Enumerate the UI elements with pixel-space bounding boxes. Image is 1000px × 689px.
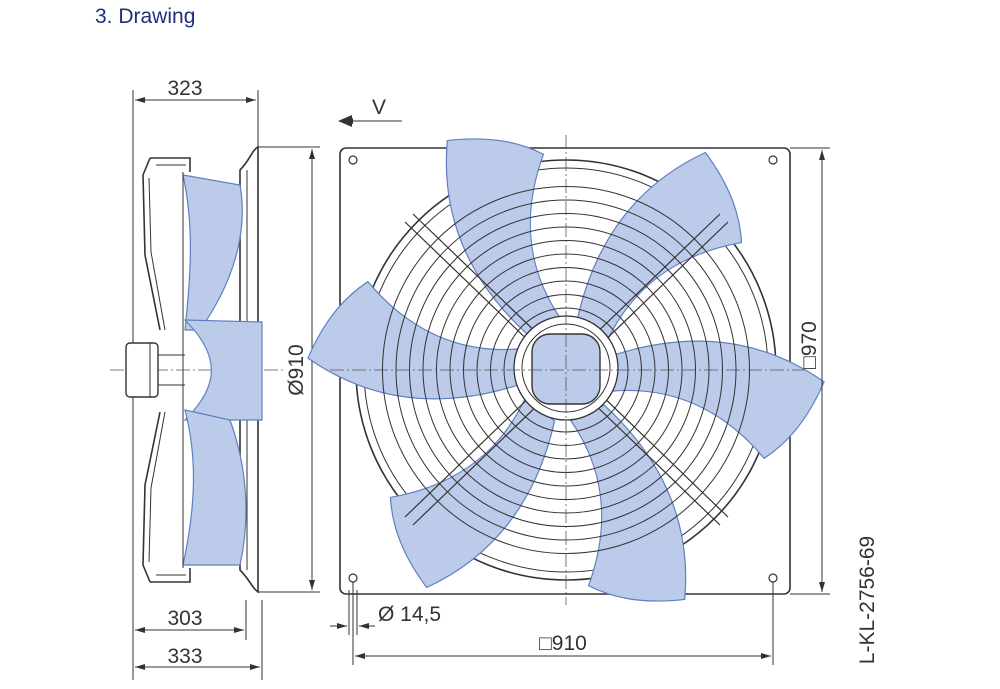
dim-hole-spacing: □910	[539, 632, 587, 655]
dim-diameter: Ø910	[285, 344, 308, 395]
section-heading: 3. Drawing	[95, 5, 196, 28]
front-view: □970 L-KL-2756-69 Ø 14,5 □910	[307, 135, 879, 665]
mounting-hole	[348, 155, 358, 165]
mounting-hole	[348, 573, 358, 583]
side-blade-lower	[182, 409, 247, 566]
side-blade-upper	[182, 174, 243, 331]
side-blade-mid	[183, 319, 263, 421]
flow-label: V	[372, 96, 386, 119]
fan-blade	[570, 404, 687, 602]
dim-323: 323	[167, 77, 202, 100]
fan-blade	[611, 340, 825, 460]
dim-hole-diameter: Ø 14,5	[378, 603, 441, 626]
fan-blade	[576, 151, 743, 342]
fan-blade	[307, 280, 521, 400]
flow-direction-arrow: V	[338, 96, 402, 127]
dim-333: 333	[167, 645, 202, 668]
dim-303: 303	[167, 607, 202, 630]
mounting-hole	[768, 573, 778, 583]
fan-blade	[389, 398, 556, 589]
fan-blade	[445, 138, 562, 336]
mounting-hole	[768, 155, 778, 165]
side-view: 323 303 333 Ø910	[110, 77, 320, 680]
drawing-number: L-KL-2756-69	[856, 536, 879, 664]
motor-hub	[125, 342, 159, 398]
dim-plate-square: □970	[798, 321, 821, 369]
